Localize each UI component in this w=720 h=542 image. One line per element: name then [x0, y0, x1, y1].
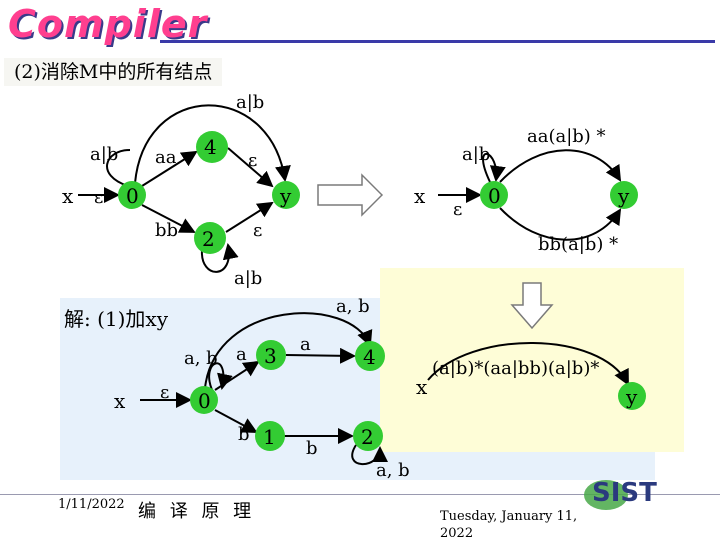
sol-x-to-0-label: ε	[160, 382, 169, 403]
tr-node-0-circle	[480, 181, 508, 209]
solution-heading: 解: (1)加xy	[64, 307, 169, 331]
sol-node-3-circle	[256, 340, 286, 370]
footer-day: Tuesday, January 11, 2022	[440, 509, 578, 541]
loop-2-label: a|b	[234, 268, 262, 289]
4-to-y-label: ε	[248, 150, 257, 171]
0-to-2-label: bb	[155, 220, 178, 241]
sol-0-to-1-label: b	[238, 424, 250, 445]
top-left-diagram: x 0 4 2 y a|b a|b ε aa ε bb ε a|b	[62, 92, 300, 289]
sist-logo-swoosh	[584, 480, 628, 510]
loop-0-label: a|b	[90, 144, 118, 165]
sol-node-0-circle	[190, 386, 218, 414]
result-arc-label: (a|b)*(aa|bb)(a|b)*	[432, 358, 599, 379]
tr-loop-0-edge	[482, 152, 506, 183]
sol-loop-0-edge	[208, 362, 233, 391]
header-rule	[160, 40, 715, 43]
2-to-y-edge	[225, 201, 274, 233]
sol-node-4-label: 4	[363, 345, 376, 369]
tr-node-y-circle	[610, 181, 638, 209]
result-node-y-circle	[618, 382, 646, 410]
footer-rule	[0, 494, 720, 495]
sol-top-loop-label: a, b	[336, 296, 370, 317]
sol-loop-0-label: a, b	[184, 348, 218, 369]
4-to-y-edge	[227, 147, 274, 188]
sol-3-to-4-label: a	[300, 334, 311, 355]
node-0-label: 0	[126, 184, 139, 208]
node-x-label: x	[62, 184, 74, 208]
sol-node-1-label: 1	[263, 425, 276, 449]
top-loop-label: a|b	[236, 92, 264, 113]
sist-logo: SIST	[592, 478, 657, 508]
0-to-2-edge	[141, 204, 196, 233]
sol-3-to-4-edge	[285, 347, 356, 364]
tr-node-y-label: y	[617, 184, 630, 208]
tr-node-x-label: x	[414, 184, 426, 208]
tr-top-arc-label: aa(a|b) *	[527, 126, 606, 147]
footer-date: 1/11/2022	[58, 497, 125, 512]
sol-node-3-label: 3	[264, 344, 277, 368]
tr-x-to-0-label: ε	[453, 199, 462, 220]
slide-subtitle: (2)消除M中的所有结点	[4, 58, 223, 86]
sol-node-2-label: 2	[361, 425, 374, 449]
node-2-circle	[194, 222, 226, 254]
sol-0-to-1-edge	[214, 409, 258, 433]
node-0-circle	[118, 181, 146, 209]
node-4-label: 4	[204, 135, 217, 159]
0-to-4-edge	[141, 150, 198, 187]
sol-loop-2-edge	[351, 444, 388, 466]
sol-node-0-label: 0	[198, 389, 211, 413]
transform-right-arrow	[317, 173, 384, 217]
sol-0-to-3-edge	[214, 360, 260, 391]
compiler-logo: Compiler	[8, 2, 208, 46]
sol-node-x-label: x	[114, 389, 126, 413]
node-y-label: y	[279, 184, 292, 208]
sol-node-1-circle	[255, 421, 285, 451]
sol-top-loop-edge	[204, 312, 373, 389]
result-node-y-label: y	[625, 385, 638, 409]
tr-top-arc-edge	[499, 149, 622, 183]
sol-node-2-circle	[353, 421, 383, 451]
loop-0-edge	[106, 149, 131, 187]
result-arc-edge	[427, 342, 629, 386]
sol-0-to-3-label: a	[236, 344, 247, 365]
sol-node-4-circle	[355, 341, 385, 371]
tr-bottom-arc-edge	[499, 207, 622, 241]
top-loop-edge	[134, 104, 291, 184]
node-2-label: 2	[202, 227, 215, 251]
solution-diagram: 解: (1)加xy x 0 3 1 4 2 a, b a, b ε a a b …	[64, 296, 410, 481]
tr-loop-0-label: a|b	[462, 144, 490, 165]
0-to-4-label: aa	[155, 147, 177, 168]
footer-course: 编 译 原 理	[138, 501, 256, 522]
x-to-0-label: ε	[94, 187, 103, 208]
transform-down-arrow	[510, 282, 554, 330]
node-y-circle	[272, 181, 300, 209]
tr-node-0-label: 0	[488, 184, 501, 208]
result-node-x-label: x	[416, 375, 428, 399]
loop-2-edge	[200, 243, 239, 273]
2-to-y-label: ε	[253, 220, 262, 241]
sol-loop-2-label: a, b	[376, 460, 410, 481]
result-diagram: x y (a|b)*(aa|bb)(a|b)*	[416, 342, 646, 410]
node-4-circle	[196, 131, 228, 163]
top-right-diagram: x 0 y a|b aa(a|b) * ε bb(a|b) *	[414, 126, 638, 255]
tr-bottom-arc-label: bb(a|b) *	[538, 234, 618, 255]
sol-1-to-2-label: b	[306, 438, 318, 459]
